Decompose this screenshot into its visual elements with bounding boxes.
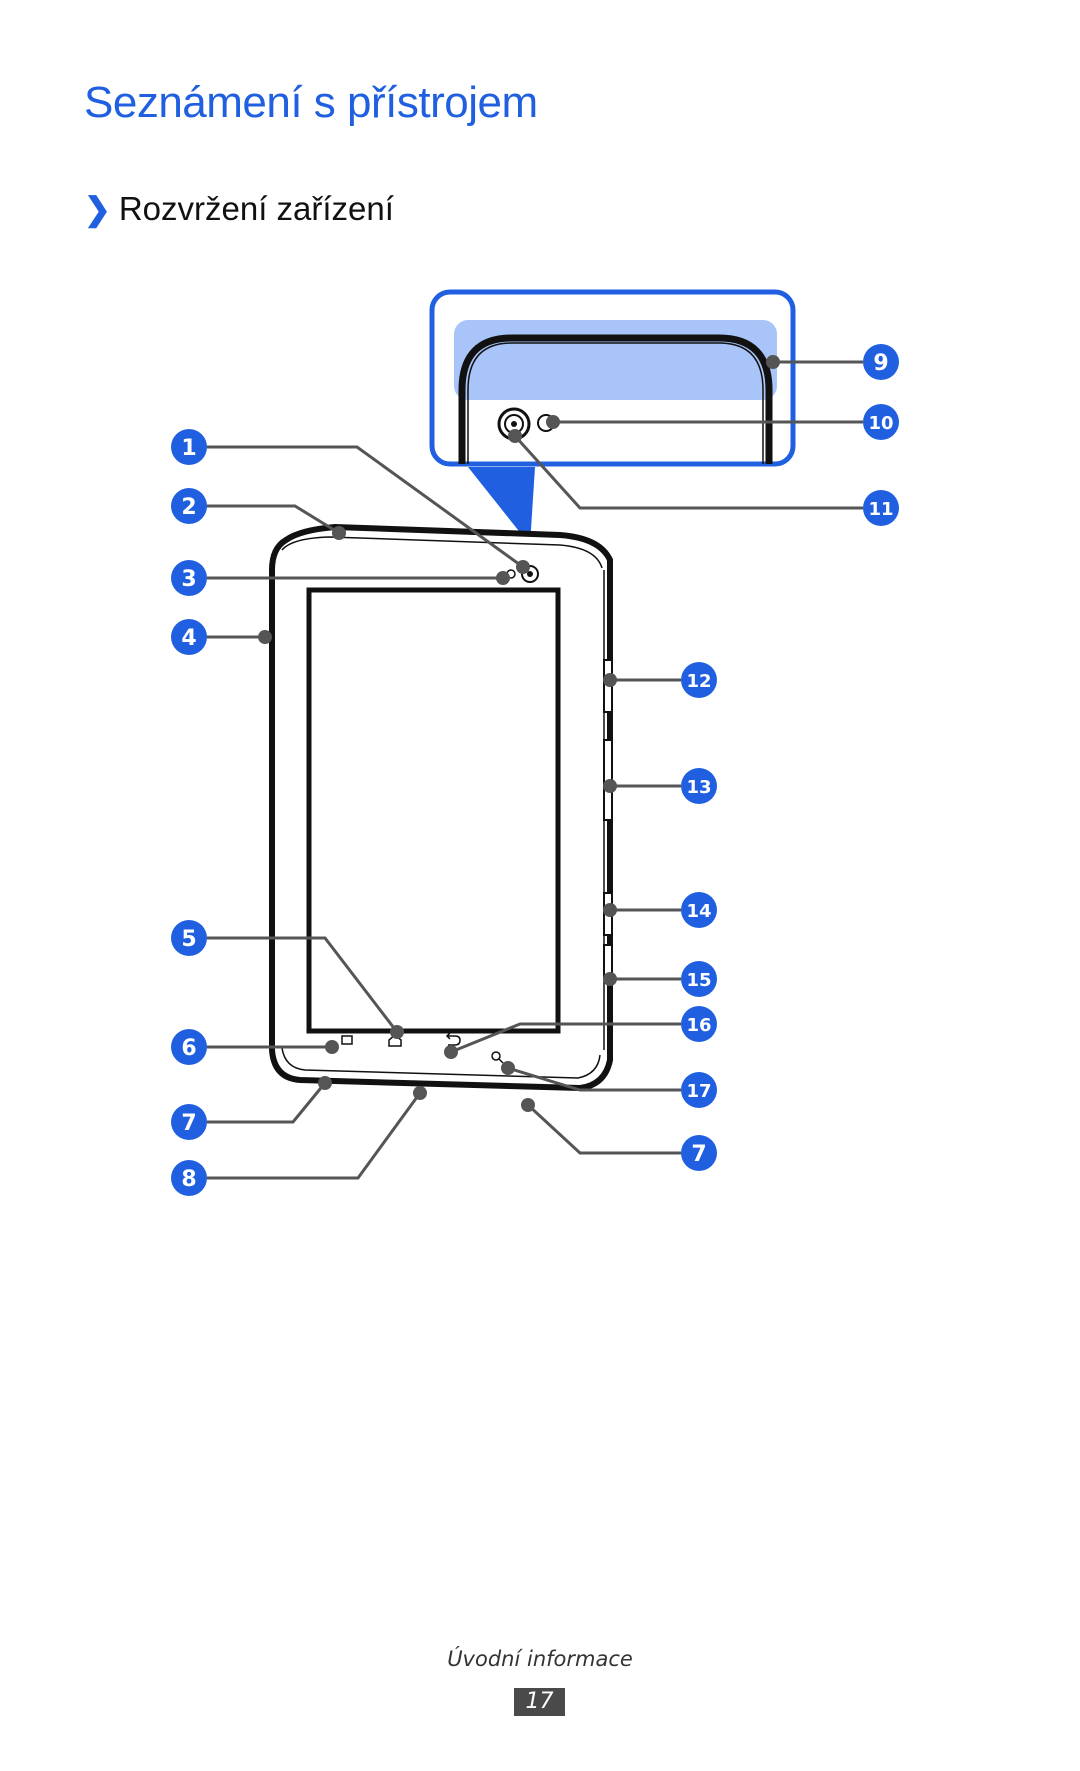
callout-15: 15	[681, 961, 717, 997]
zoom-inset	[429, 289, 796, 467]
callout-4: 4	[171, 619, 207, 655]
svg-text:7: 7	[691, 1142, 706, 1167]
svg-text:17: 17	[686, 1081, 711, 1102]
callout-10: 10	[863, 404, 899, 440]
svg-text:13: 13	[686, 777, 711, 798]
svg-text:7: 7	[181, 1111, 196, 1136]
callout-12: 12	[681, 662, 717, 698]
chevron-right-icon: ❯	[84, 191, 111, 227]
leader-dots	[258, 355, 780, 1112]
menu-key-icon	[341, 1035, 353, 1045]
callout-7-right: 7	[681, 1135, 717, 1171]
section-heading-text: Rozvržení zařízení	[118, 190, 394, 227]
zoom-pointer	[468, 467, 535, 545]
callout-8: 8	[171, 1160, 207, 1196]
device-body	[269, 523, 613, 1092]
callout-6: 6	[171, 1029, 207, 1065]
callout-2: 2	[171, 488, 207, 524]
search-key-icon	[491, 1051, 504, 1064]
svg-text:1: 1	[181, 436, 196, 461]
svg-text:14: 14	[686, 901, 711, 922]
page-title: Seznámení s přístrojem	[84, 78, 538, 127]
svg-text:3: 3	[181, 567, 196, 592]
svg-text:15: 15	[686, 970, 711, 991]
section-heading: ❯Rozvržení zařízení	[84, 190, 394, 228]
svg-text:10: 10	[868, 413, 893, 434]
callout-11: 11	[863, 490, 899, 526]
callout-1: 1	[171, 429, 207, 465]
svg-text:9: 9	[873, 351, 888, 376]
svg-text:8: 8	[181, 1167, 196, 1192]
svg-text:2: 2	[181, 495, 196, 520]
svg-text:5: 5	[181, 927, 196, 952]
leader-lines	[207, 360, 863, 1180]
svg-text:6: 6	[181, 1036, 196, 1061]
footer-section-name: Úvodní informace	[447, 1647, 633, 1671]
callout-5: 5	[171, 920, 207, 956]
back-key-icon	[445, 1032, 461, 1046]
callout-7-left: 7	[171, 1104, 207, 1140]
callout-9: 9	[863, 344, 899, 380]
callout-14: 14	[681, 892, 717, 928]
svg-text:12: 12	[686, 671, 711, 692]
svg-text:4: 4	[181, 626, 196, 651]
callout-16: 16	[681, 1006, 717, 1042]
callout-13: 13	[681, 768, 717, 804]
callout-17: 17	[681, 1072, 717, 1108]
svg-text:11: 11	[868, 499, 893, 520]
svg-text:16: 16	[686, 1015, 711, 1036]
callout-3: 3	[171, 560, 207, 596]
page-number: 17	[514, 1688, 565, 1716]
screen	[306, 587, 561, 1034]
